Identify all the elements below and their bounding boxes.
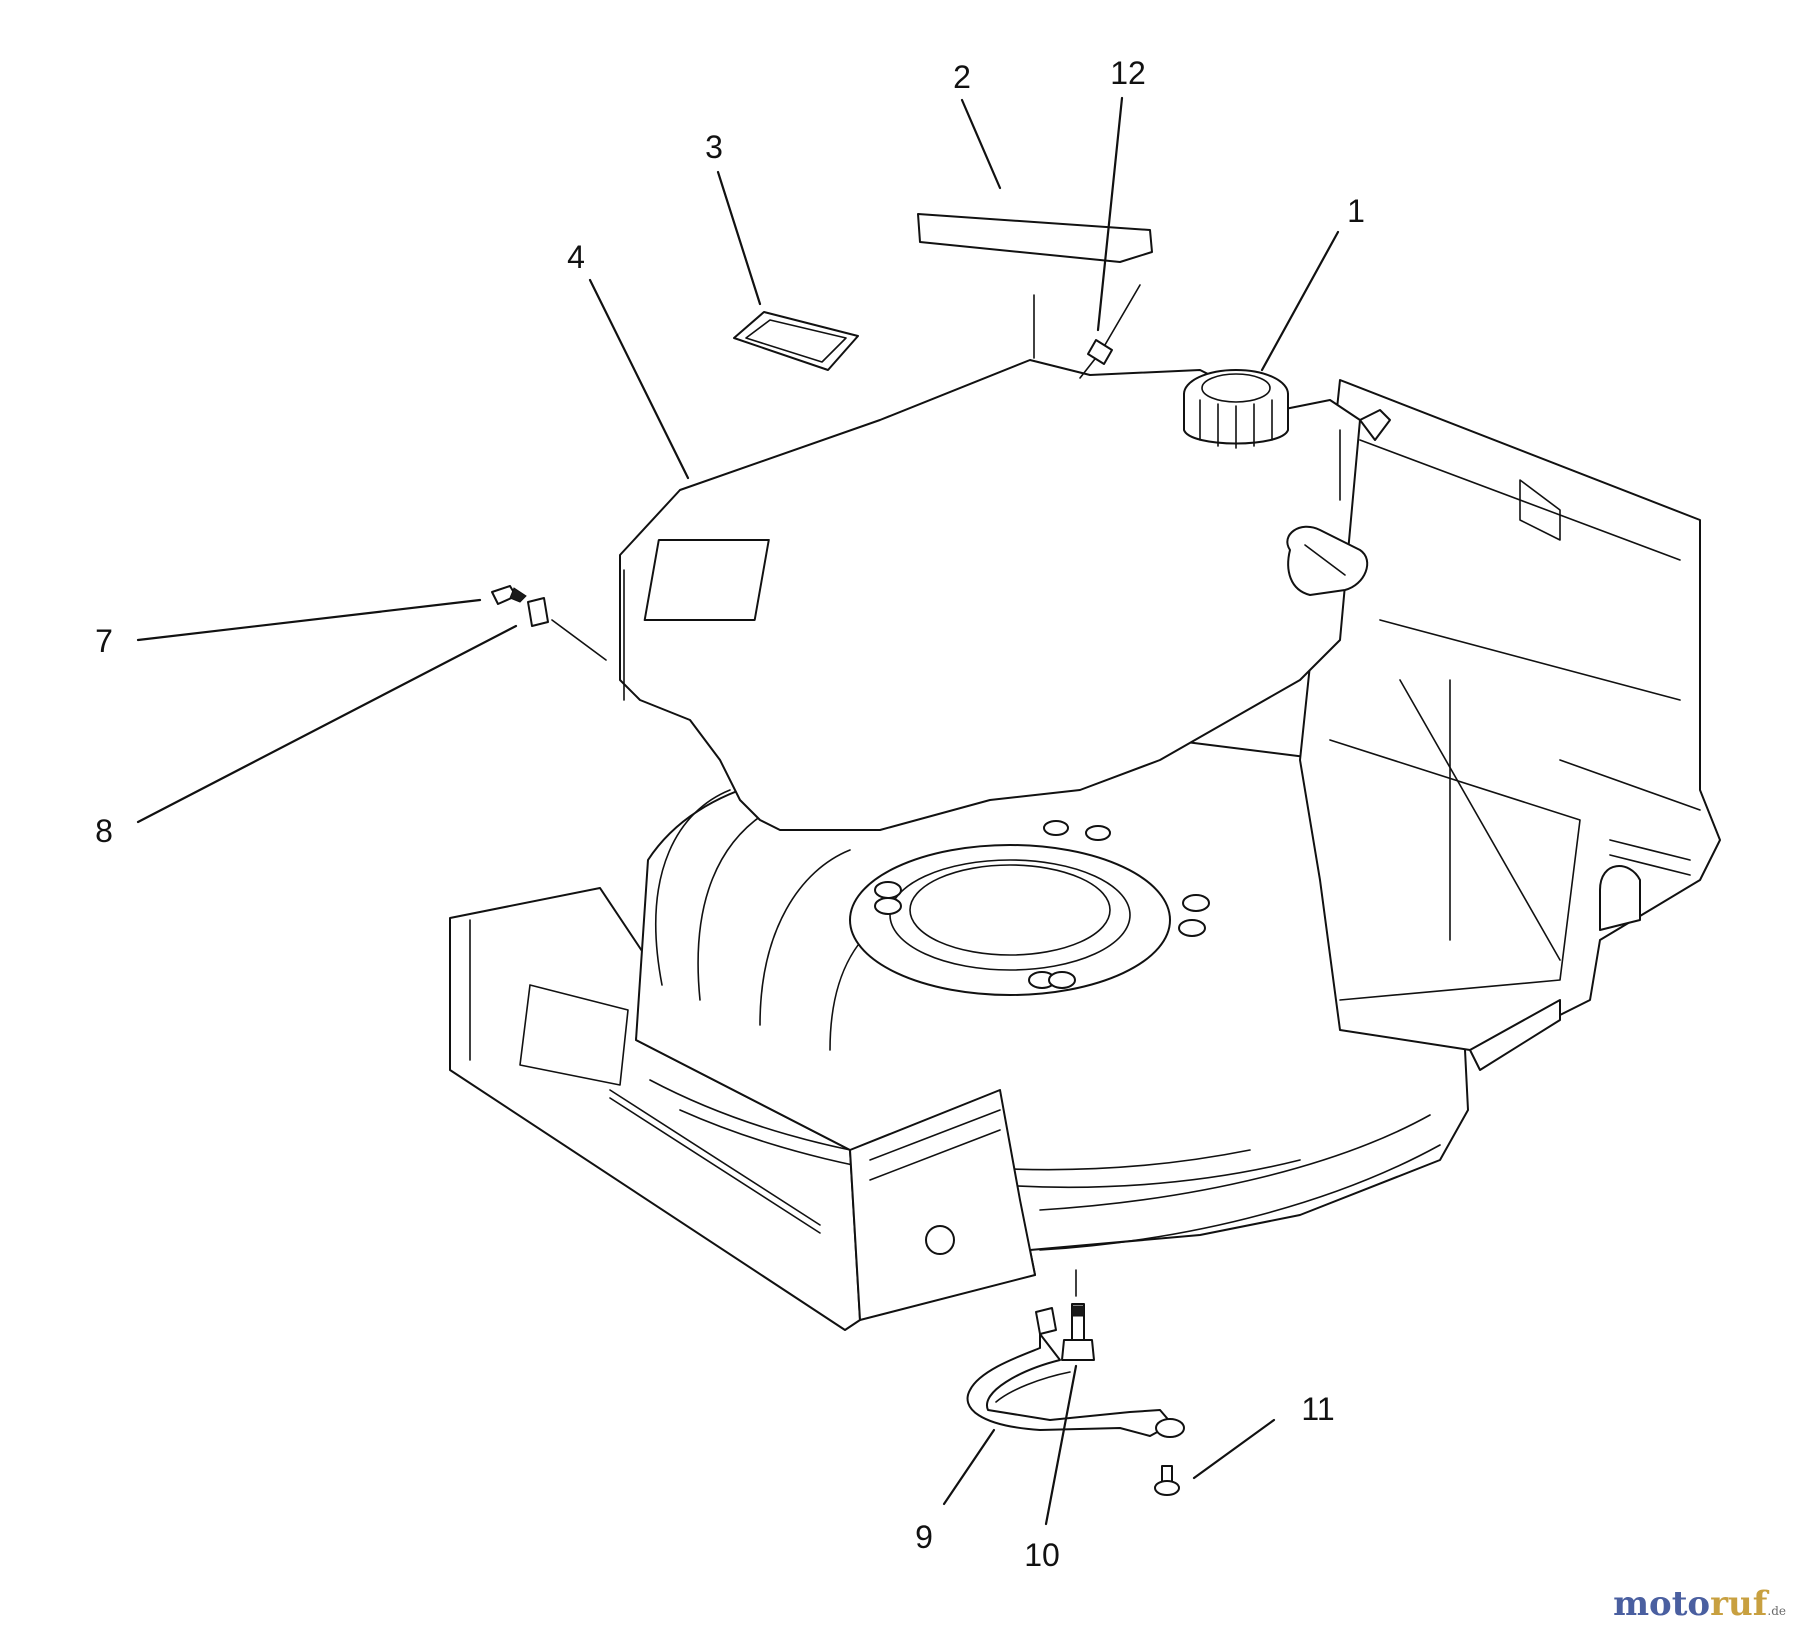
callout-numbers: 1 2 3 4 7 8 9 10 11 12 <box>95 55 1365 1573</box>
deck-housing <box>449 379 1721 1331</box>
callout-12: 12 <box>1110 55 1146 91</box>
engine <box>619 359 1561 831</box>
part-3-gasket <box>733 311 859 371</box>
leader-12 <box>1096 96 1124 332</box>
leader-3 <box>716 170 762 306</box>
leader-1 <box>1260 230 1340 372</box>
callout-3: 3 <box>705 129 723 165</box>
callout-9: 9 <box>915 1519 933 1555</box>
callout-11: 11 <box>1301 1391 1334 1427</box>
mounting-holes <box>874 820 1210 989</box>
leader-10 <box>1044 1364 1078 1526</box>
callout-1: 1 <box>1347 193 1365 229</box>
leader-2 <box>960 98 1002 190</box>
engine-body <box>619 359 1361 831</box>
front-corner-block <box>849 1089 1036 1321</box>
rear-chute-frame <box>1299 379 1721 1051</box>
leader-4 <box>588 278 690 480</box>
watermark-part1: moto <box>1613 1584 1711 1624</box>
part-8-clip <box>527 597 549 627</box>
engine-label-plate <box>643 539 770 621</box>
leader-8 <box>136 624 518 824</box>
fuel-cap <box>1183 369 1289 449</box>
leader-lines <box>136 96 1340 1526</box>
part-10-bolt <box>1061 1303 1095 1361</box>
callout-7: 7 <box>95 623 113 659</box>
watermark-suffix: .de <box>1767 1604 1786 1618</box>
oil-fill-knob <box>1286 525 1369 596</box>
callout-10: 10 <box>1024 1537 1060 1573</box>
callout-2: 2 <box>953 59 971 95</box>
watermark-logo: motoruf.de <box>1613 1584 1786 1624</box>
part-2-decal <box>917 213 1153 263</box>
watermark-part2: ruf <box>1710 1584 1768 1624</box>
part-7-screw <box>491 585 527 605</box>
part-12-cable <box>1079 284 1141 379</box>
part-9-deflector-bracket <box>966 1307 1185 1438</box>
leader-11 <box>1192 1418 1276 1480</box>
callout-8: 8 <box>95 813 113 849</box>
part-11-screw <box>1154 1465 1180 1496</box>
leader-7 <box>136 598 482 642</box>
leader-9 <box>942 1428 996 1506</box>
spindle-ring <box>849 844 1171 996</box>
callout-4: 4 <box>567 239 585 275</box>
